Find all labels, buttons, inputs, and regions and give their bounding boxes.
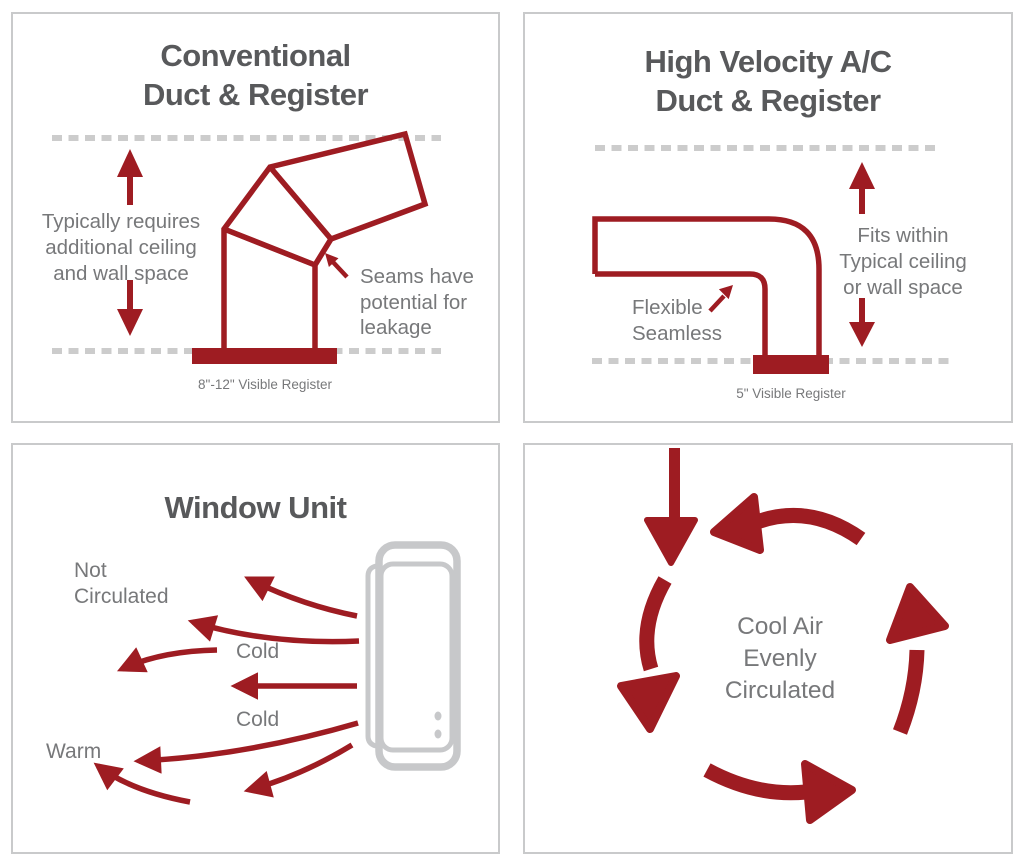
- window-unit-illustration: [93, 541, 461, 805]
- title-line: Conventional: [160, 38, 351, 73]
- not-circulated-label: Not Circulated: [74, 559, 169, 608]
- circulation-arrow-bottom-icon: [703, 760, 856, 824]
- circulation-arrow-top-icon: [710, 493, 866, 554]
- panel-title: Conventional Duct & Register: [13, 36, 498, 114]
- cold-upper-label: Cold: [236, 640, 280, 663]
- fit-note: Fits within Typical ceiling or wall spac…: [839, 224, 967, 299]
- circulation-arrow-left-icon: [617, 576, 680, 733]
- circulation-center-text: Cool Air Evenly Circulated: [724, 613, 836, 704]
- panel-title: High Velocity A/C Duct & Register: [525, 42, 1011, 120]
- duct-seam-lines: [223, 165, 333, 268]
- airflow-arrow-upper-icon: [187, 615, 360, 645]
- circulation-illustration: [617, 448, 949, 824]
- airflow-arrow-left-short-icon: [117, 647, 218, 673]
- conventional-duct-illustration: [52, 130, 441, 364]
- panel-high-velocity-duct: High Velocity A/C Duct & Register Fits w…: [523, 12, 1013, 423]
- register-caption: 8"-12" Visible Register: [198, 377, 332, 392]
- space-note: Typically requires additional ceiling an…: [41, 210, 201, 285]
- airflow-arrow-top-icon: [244, 576, 358, 619]
- seam-pointer-arrow-icon: [325, 253, 349, 279]
- panel-conventional-duct: Conventional Duct & Register Typically r…: [11, 12, 500, 423]
- up-arrow-icon: [849, 162, 875, 214]
- title-line: Duct & Register: [142, 77, 369, 112]
- flexible-note: Flexible Seamless: [632, 296, 723, 345]
- panel-window-unit: Window Unit Not Circulated Cold Cold War…: [11, 443, 500, 854]
- cold-lower-label: Cold: [236, 708, 280, 731]
- airflow-arrows: [93, 576, 360, 805]
- register-caption: 5" Visible Register: [736, 386, 846, 401]
- register-bar: [753, 355, 829, 374]
- warm-label: Warm: [46, 740, 102, 763]
- panel-title: Window Unit: [13, 488, 498, 527]
- unit-vent-dots: [434, 711, 442, 739]
- title-line: Window Unit: [164, 490, 347, 525]
- title-line: High Velocity A/C: [644, 44, 892, 79]
- supply-down-arrow-icon: [644, 448, 698, 566]
- flexible-duct-outline: [592, 216, 822, 355]
- up-arrow-icon: [117, 149, 143, 205]
- airflow-arrow-warm-icon: [93, 762, 191, 805]
- airflow-arrow-lower-icon: [243, 742, 354, 798]
- airflow-arrow-lower-long-icon: [133, 720, 359, 774]
- window-unit-icon: [365, 541, 461, 771]
- title-line: Duct & Register: [655, 83, 881, 118]
- register-bar: [192, 348, 337, 364]
- down-arrow-icon: [117, 280, 143, 336]
- panel-even-circulation: Cool Air Evenly Circulated: [523, 443, 1013, 854]
- circulation-arrow-right-icon: [886, 583, 949, 735]
- circulation-arrows: [617, 448, 949, 824]
- flexible-pointer-arrow-icon: [708, 285, 733, 313]
- down-arrow-icon: [849, 298, 875, 347]
- high-velocity-duct-illustration: [592, 145, 950, 374]
- seams-note: Seams have potential for leakage: [360, 265, 474, 339]
